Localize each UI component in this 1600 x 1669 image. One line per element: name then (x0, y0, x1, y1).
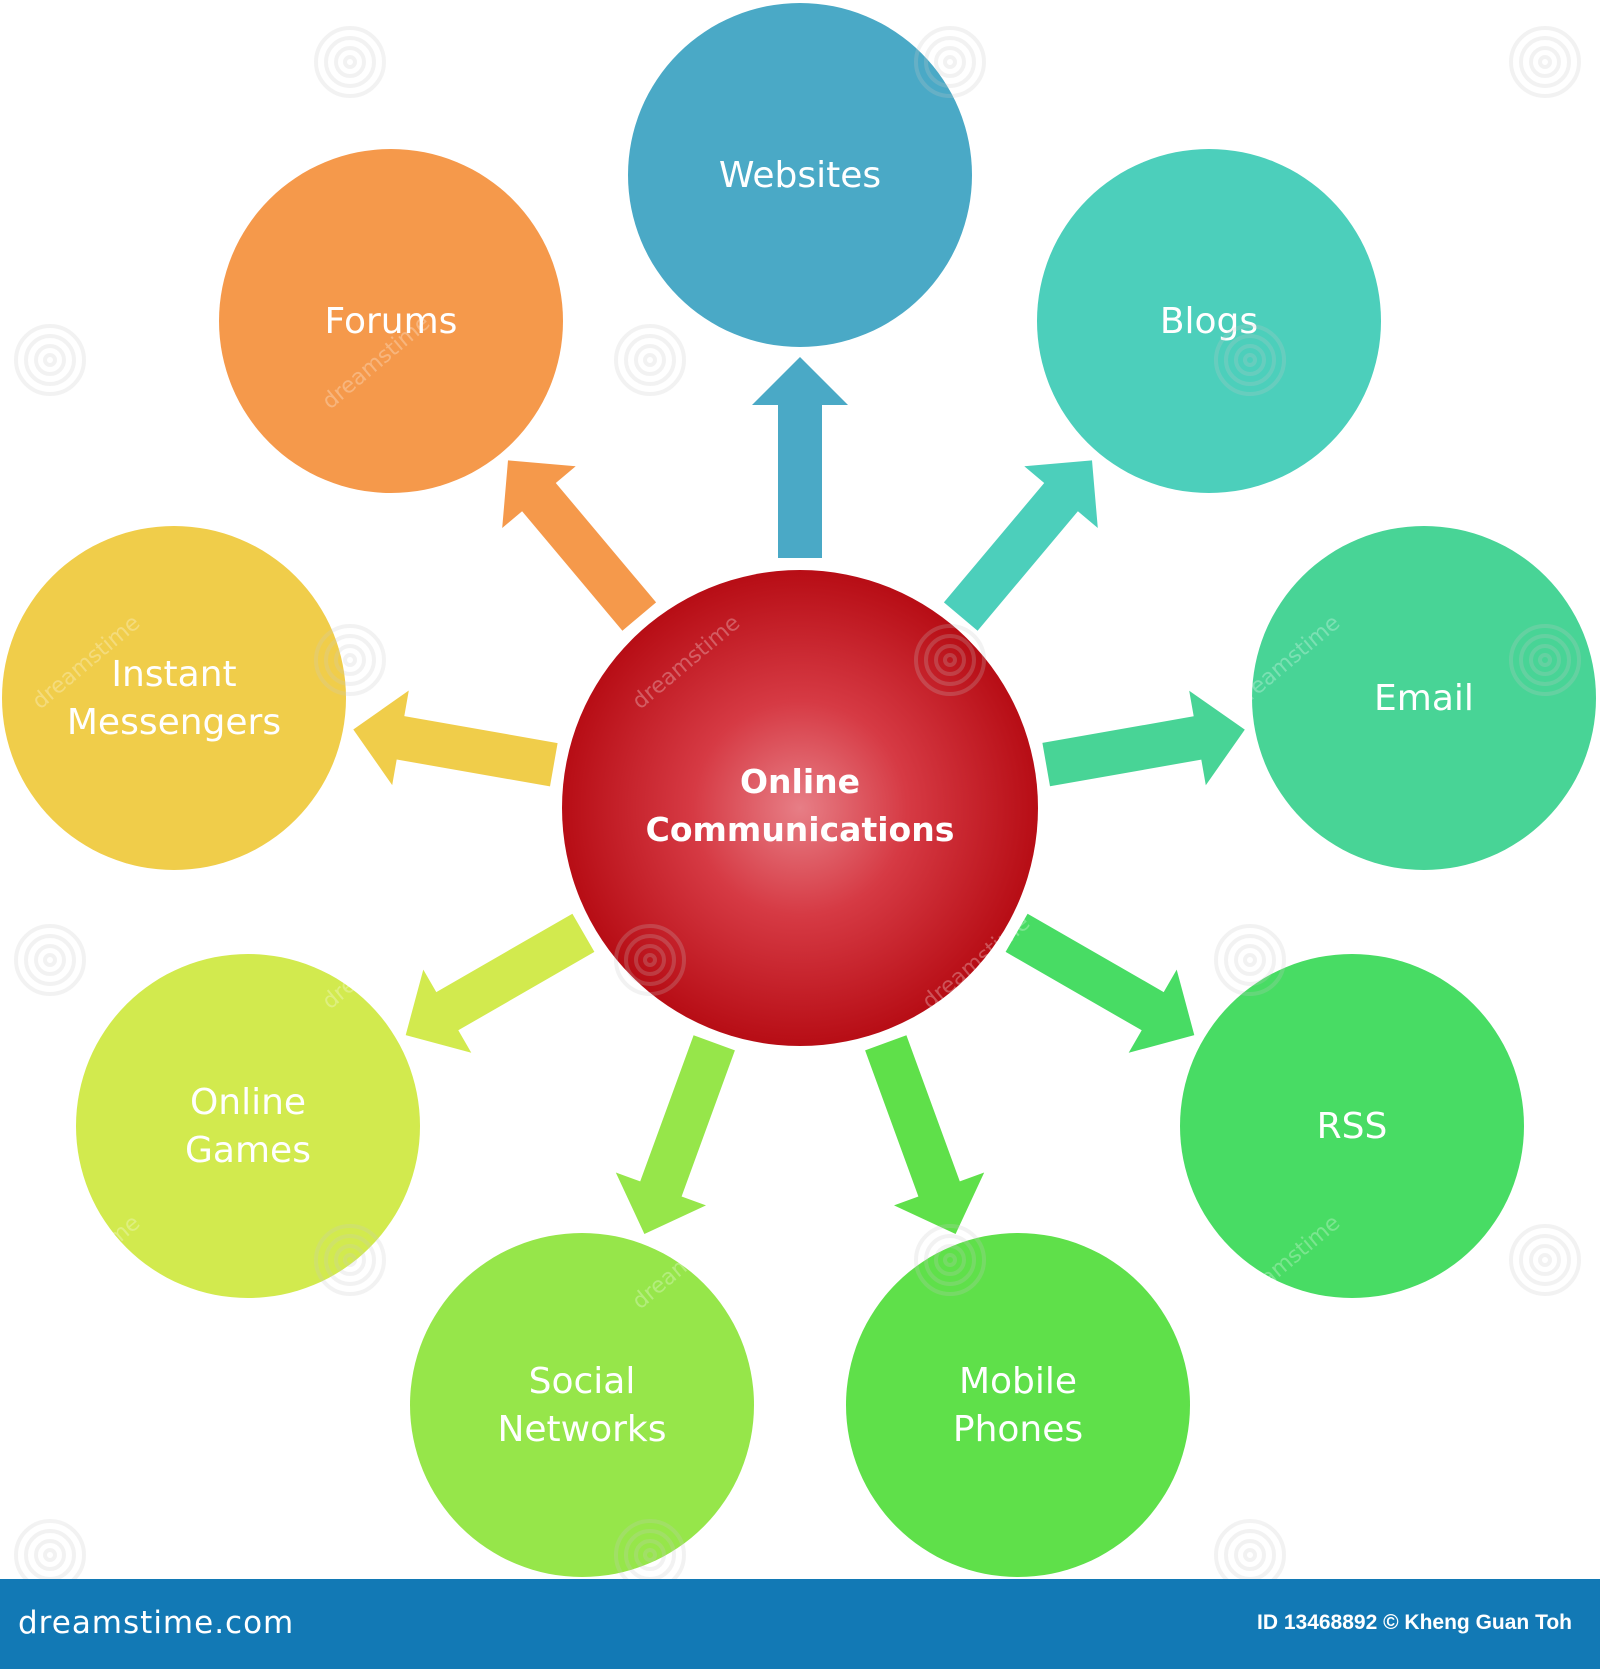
spiral-logo-icon (1509, 624, 1581, 696)
arrow-to-social-networks (615, 1035, 735, 1234)
node-label: Games (185, 1130, 311, 1171)
node-circle (1252, 526, 1596, 870)
node-circle (628, 3, 972, 347)
arrow-to-email (1042, 690, 1245, 787)
node-forums: Forums (219, 149, 563, 493)
spiral-logo-icon (1214, 1519, 1286, 1579)
footer-credit: ID 13468892 © Kheng Guan Toh (1257, 1611, 1572, 1634)
spiral-logo-icon (1214, 324, 1286, 396)
spiral-logo-icon (1509, 1224, 1581, 1296)
arrow-to-online-games (405, 913, 595, 1053)
node-label: Websites (719, 155, 881, 196)
watermark-wordmark: dreamstime (1218, 16, 1335, 120)
center-circle (562, 570, 1038, 1046)
footer-site-name: dreamstime.com (18, 1605, 295, 1641)
arrow-to-blogs (943, 460, 1098, 631)
node-label: RSS (1317, 1106, 1388, 1147)
arrow-to-mobile-phones (865, 1035, 985, 1234)
node-rss: RSS (1180, 954, 1524, 1298)
spiral-logo-icon (14, 324, 86, 396)
spiral-logo-icon (614, 924, 686, 996)
node-circle (2, 526, 346, 870)
node-circle (846, 1233, 1190, 1577)
node-label: Online (190, 1082, 306, 1123)
spiral-logo-icon (914, 26, 986, 98)
spiral-logo-icon (914, 1224, 986, 1296)
arrow-to-rss (1005, 913, 1195, 1053)
spiral-logo-icon (314, 1224, 386, 1296)
node-websites: Websites (628, 3, 972, 347)
node-label: Forums (325, 301, 458, 342)
node-label: Phones (953, 1409, 1083, 1450)
arrows-layer (353, 357, 1245, 1234)
node-label: Email (1374, 678, 1474, 719)
node-label: Mobile (959, 1361, 1077, 1402)
node-blogs: Blogs (1037, 149, 1381, 493)
watermark-wordmark: dreamstime (1528, 311, 1600, 415)
spiral-logo-icon (914, 624, 986, 696)
node-circle (1180, 954, 1524, 1298)
spiral-logo-icon (614, 1519, 686, 1579)
node-label: Messengers (67, 702, 281, 743)
node-circle (76, 954, 420, 1298)
arrow-to-instant-messengers (353, 690, 558, 787)
spiral-logo-icon (614, 324, 686, 396)
spiral-logo-icon (14, 924, 86, 996)
watermark-wordmark: dreamstime (918, 311, 1035, 415)
spiral-logo-icon (314, 26, 386, 98)
spiral-logo-icon (1214, 924, 1286, 996)
arrow-to-websites (752, 357, 848, 558)
watermark-wordmark: dreamstime (1528, 911, 1600, 1015)
arrow-to-forums (502, 460, 657, 631)
node-circle (410, 1233, 754, 1577)
center-label: Online (740, 762, 860, 801)
node-label: Instant (111, 654, 236, 695)
spiral-logo-icon (1509, 26, 1581, 98)
watermark-wordmark: dreamstime (28, 1211, 145, 1315)
node-email: Email (1252, 526, 1596, 870)
node-circle (1037, 149, 1381, 493)
node-label: Social (529, 1361, 636, 1402)
node-circle (219, 149, 563, 493)
node-label: Blogs (1160, 301, 1258, 342)
footer-bar: dreamstime.com ID 13468892 © Kheng Guan … (0, 1579, 1600, 1669)
node-label: Networks (497, 1409, 666, 1450)
spiral-logo-icon (314, 624, 386, 696)
center-label: Communications (646, 810, 955, 849)
spiral-logo-icon (14, 1519, 86, 1579)
